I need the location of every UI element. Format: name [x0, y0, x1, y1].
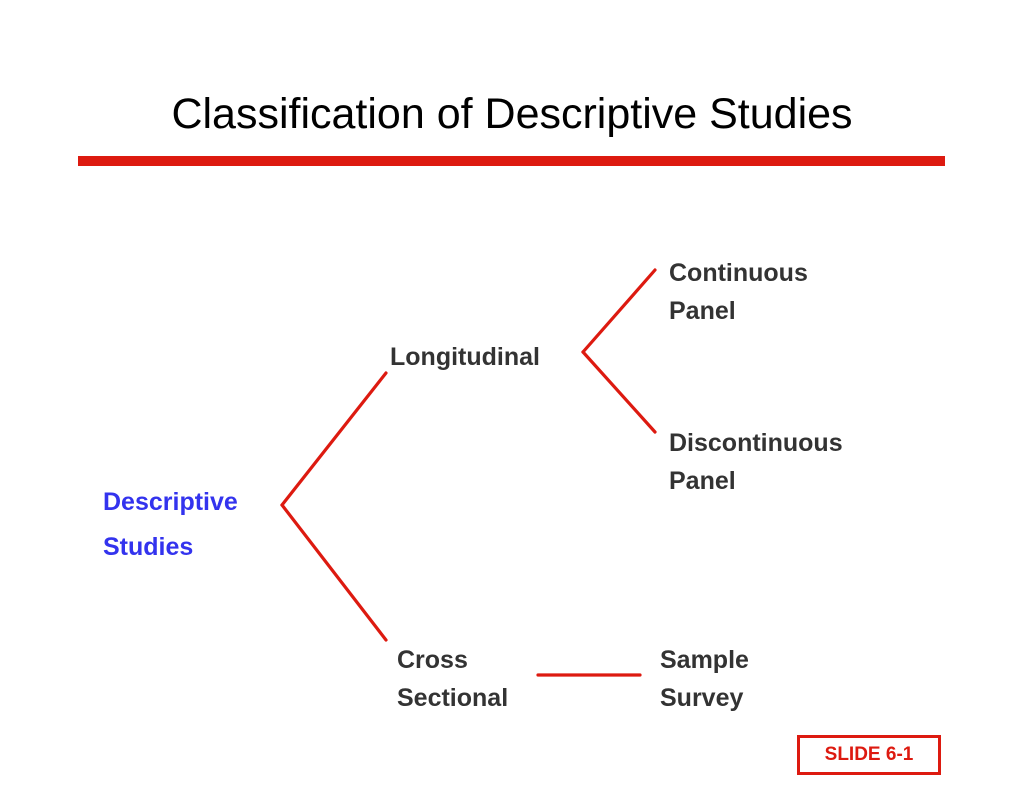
node-longitudinal-label: Longitudinal: [390, 343, 540, 371]
slide-title: Classification of Descriptive Studies: [171, 90, 853, 138]
node-discontinuous-panel-line1: Discontinuous: [669, 429, 843, 457]
node-continuous-panel: Continuous Panel: [669, 254, 808, 330]
node-longitudinal: Longitudinal: [390, 341, 540, 373]
node-descriptive-studies-line2: Studies: [103, 533, 194, 561]
node-continuous-panel-line1: Continuous: [669, 259, 808, 287]
node-sample-survey-line2: Survey: [660, 684, 744, 712]
node-cross-sectional-line2: Sectional: [397, 684, 509, 712]
title-underline: [78, 156, 945, 166]
node-discontinuous-panel: Discontinuous Panel: [669, 424, 843, 500]
connector-root-to-cross-sectional: [280, 503, 388, 642]
node-sample-survey-line1: Sample: [660, 646, 749, 674]
node-cross-sectional-line1: Cross: [397, 646, 468, 674]
node-cross-sectional: Cross Sectional: [397, 641, 508, 717]
node-sample-survey: Sample Survey: [660, 641, 749, 717]
node-descriptive-studies-line1: Descriptive: [103, 488, 238, 516]
connector-longitudinal-to-continuous: [581, 268, 657, 354]
slide-number-badge: SLIDE 6-1: [797, 735, 941, 775]
node-discontinuous-panel-line2: Panel: [669, 467, 736, 495]
node-continuous-panel-line2: Panel: [669, 297, 736, 325]
connector-root-to-longitudinal: [280, 371, 388, 507]
connector-longitudinal-to-discontinuous: [581, 350, 657, 434]
node-descriptive-studies: Descriptive Studies: [103, 480, 238, 570]
